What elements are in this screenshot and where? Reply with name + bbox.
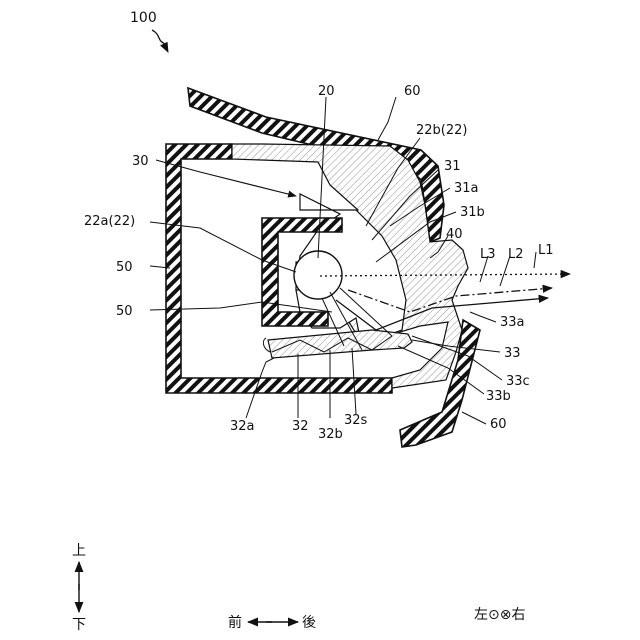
label-33b: 33b (486, 389, 511, 404)
light-source-20 (294, 251, 342, 299)
dir-up: 上 (72, 543, 86, 559)
label-60-top: 60 (404, 84, 421, 99)
label-32a: 32a (230, 419, 255, 434)
label-30: 30 (132, 154, 149, 169)
label-33c: 33c (506, 374, 530, 389)
label-60-bottom: 60 (490, 417, 507, 432)
dir-back: 後 (302, 615, 316, 631)
label-33a: 33a (500, 315, 525, 330)
label-32b: 32b (318, 427, 343, 442)
label-33: 33 (504, 346, 521, 361)
dir-front: 前 (228, 614, 242, 631)
label-32s: 32s (344, 413, 368, 428)
label-31: 31 (444, 159, 461, 174)
label-31a: 31a (454, 181, 479, 196)
label-50-upper: 50 (116, 260, 133, 275)
ref-100-arrow (152, 30, 168, 52)
label-32: 32 (292, 419, 309, 434)
label-22a: 22a(22) (84, 214, 135, 229)
label-31b: 31b (460, 205, 485, 220)
label-20: 20 (318, 84, 335, 99)
label-L3: L3 (480, 247, 496, 262)
label-100: 100 (130, 10, 157, 26)
dir-down: 下 (72, 617, 86, 633)
dir-left-right: 左⊙⊗右 (474, 607, 525, 623)
label-22b: 22b(22) (416, 123, 467, 138)
label-L1: L1 (538, 243, 554, 258)
label-40: 40 (446, 227, 463, 242)
label-50-lower: 50 (116, 304, 133, 319)
label-L2: L2 (508, 247, 524, 262)
